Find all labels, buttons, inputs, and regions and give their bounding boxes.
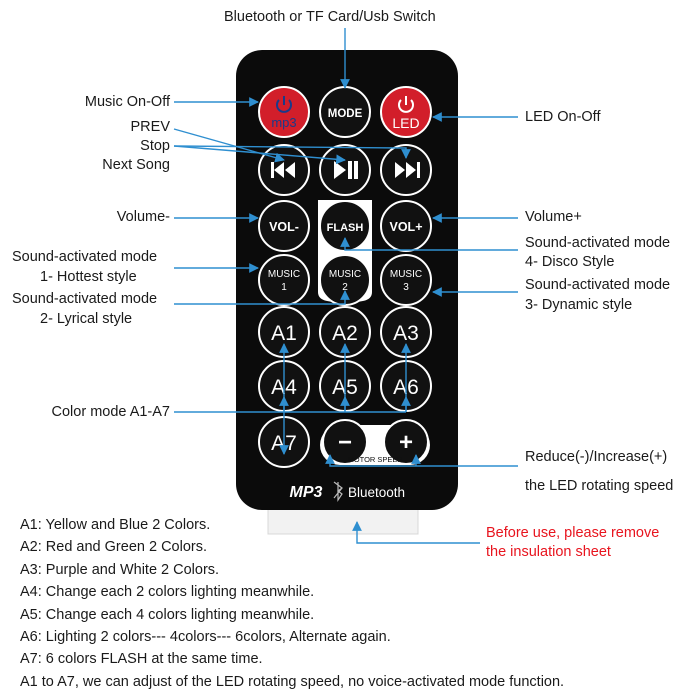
music-number: 1 (281, 282, 287, 293)
music-3-button[interactable]: MUSIC 3 (380, 254, 432, 306)
prev-button[interactable] (258, 144, 310, 196)
vol-plus-label: VOL+ (390, 220, 423, 234)
label-sam2-line1: Sound-activated mode (12, 291, 158, 307)
note-a3: A3: Purple and White 2 Colors. (20, 561, 220, 578)
music-label: MUSIC (268, 269, 300, 280)
motor-speep-label: MOTOR SPEEP (348, 455, 403, 464)
a-button-label: A2 (332, 322, 358, 345)
label-next: Next Song (102, 157, 170, 173)
label-color-mode: Color mode A1-A7 (51, 404, 170, 420)
music-2-button[interactable]: MUSIC 2 (319, 254, 371, 306)
next-button[interactable] (380, 144, 432, 196)
arrow-stop (173, 145, 346, 165)
note-a6: A6: Lighting 2 colors--- 4colors--- 6col… (20, 629, 391, 646)
a-button-label: A3 (393, 322, 419, 345)
label-warning-line1: Before use, please remove (486, 525, 660, 541)
vol-minus-button[interactable]: VOL- (258, 200, 310, 252)
label-vol-minus: Volume- (116, 209, 170, 225)
a1-button[interactable]: A1 (258, 306, 310, 358)
minus-symbol: − (338, 429, 352, 456)
arrow-flash-disco (340, 237, 518, 251)
label-reduce-line1: Reduce(-)/Increase(+) (525, 449, 668, 465)
label-sam1-line2: 1- Hottest style (40, 269, 137, 285)
label-switch: Bluetooth or TF Card/Usb Switch (224, 9, 436, 25)
a-button-label: A1 (271, 322, 297, 345)
speed-minus-button[interactable]: − (322, 419, 368, 465)
label-prev: PREV (130, 119, 171, 135)
flash-label: FLASH (327, 222, 364, 234)
label-music-onoff: Music On-Off (84, 94, 170, 110)
power-icon (398, 96, 414, 113)
plus-symbol: + (399, 429, 413, 456)
note-a5: A5: Change each 4 colors lighting meanwh… (20, 606, 315, 623)
music-label: MUSIC (390, 269, 422, 280)
label-stop: Stop (140, 138, 170, 154)
mode-button[interactable]: MODE (319, 86, 371, 138)
mp3-brand-text: MP3 (290, 484, 323, 501)
callout-arrows (173, 28, 518, 544)
arrow-prev (173, 128, 285, 163)
vol-minus-label: VOL- (269, 220, 299, 234)
music-number: 2 (342, 282, 348, 293)
label-warning-line2: the insulation sheet (486, 544, 611, 560)
note-summary: A1 to A7, we can adjust of the LED rotat… (20, 673, 565, 690)
label-led-onoff: LED On-Off (525, 109, 601, 125)
label-reduce-line2: the LED rotating speed (525, 478, 674, 494)
note-a2: A2: Red and Green 2 Colors. (20, 539, 207, 556)
color-mode-notes: A1: Yellow and Blue 2 Colors. A2: Red an… (20, 514, 564, 693)
arrow-music-2 (174, 290, 350, 305)
mp3-label: mp3 (271, 115, 296, 130)
insulation-sheet (267, 505, 419, 535)
led-label: LED (392, 115, 419, 131)
play-pause-button[interactable] (319, 144, 371, 196)
a3-button[interactable]: A3 (380, 306, 432, 358)
mode-label: MODE (328, 108, 363, 120)
prev-icon (271, 162, 295, 178)
speed-plus-button[interactable]: + (383, 419, 429, 465)
power-icon (276, 96, 292, 113)
label-vol-plus: Volume+ (525, 209, 582, 225)
arrow-speed-minus (325, 454, 518, 467)
music-number: 3 (403, 282, 409, 293)
bluetooth-text: Bluetooth (348, 485, 405, 500)
next-icon (395, 162, 420, 178)
arrow-insulation (352, 521, 480, 544)
vol-plus-button[interactable]: VOL+ (380, 200, 432, 252)
note-a1: A1: Yellow and Blue 2 Colors. (20, 517, 211, 533)
play-pause-icon (334, 161, 358, 179)
note-a4: A4: Change each 2 colors lighting meanwh… (20, 584, 315, 601)
label-sam3-line1: Sound-activated mode (525, 277, 671, 293)
mp3-power-button[interactable]: mp3 (258, 86, 310, 138)
arrow-next (173, 145, 411, 159)
label-sam4-line2: 4- Disco Style (525, 254, 615, 270)
bluetooth-icon (333, 481, 343, 502)
note-a7: A7: 6 colors FLASH at the same time. (20, 651, 263, 668)
music-1-button[interactable]: MUSIC 1 (258, 254, 310, 306)
label-sam4-line1: Sound-activated mode (525, 235, 671, 251)
label-sam1-line1: Sound-activated mode (12, 249, 158, 265)
label-sam3-line2: 3- Dynamic style (525, 297, 633, 313)
music-label: MUSIC (329, 269, 361, 280)
label-sam2-line2: 2- Lyrical style (40, 311, 133, 327)
a2-button[interactable]: A2 (319, 306, 371, 358)
led-power-button[interactable]: LED (380, 86, 432, 138)
flash-button[interactable]: FLASH (319, 200, 371, 252)
